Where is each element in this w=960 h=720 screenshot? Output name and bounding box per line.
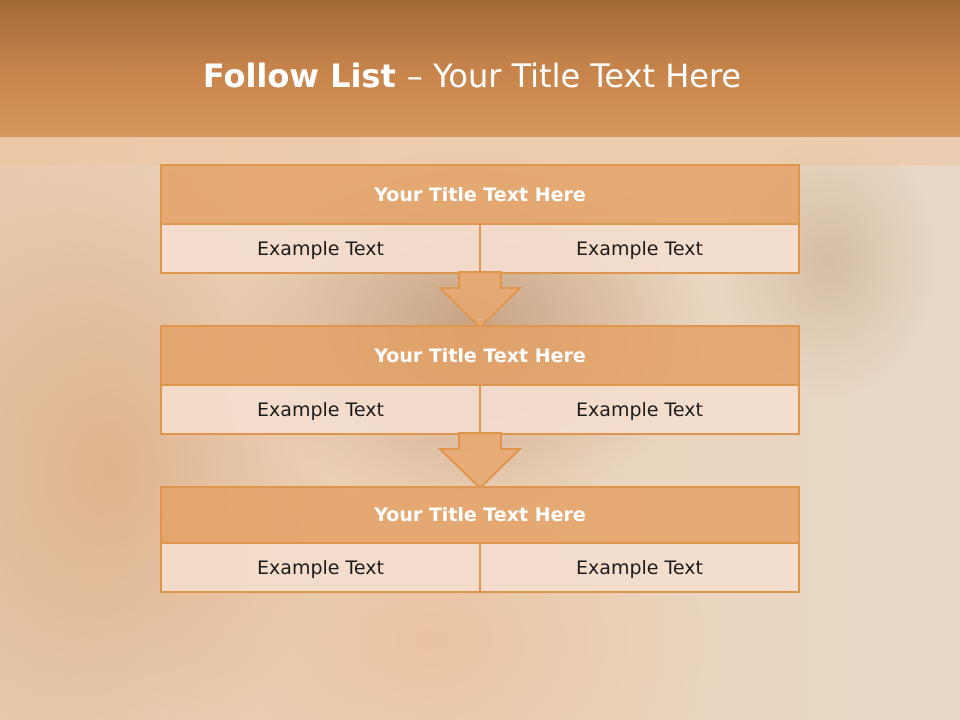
list-block-2: Your Title Text Here Example Text Exampl… (160, 325, 800, 435)
block-cell-left: Example Text (162, 225, 479, 272)
down-arrow-icon (438, 432, 522, 490)
block-cell-left: Example Text (162, 544, 479, 591)
list-block-1: Your Title Text Here Example Text Exampl… (160, 164, 800, 274)
block-title: Your Title Text Here (162, 327, 798, 386)
block-cell-right: Example Text (479, 544, 798, 591)
block-title: Your Title Text Here (162, 488, 798, 544)
slide-title-bold: Follow List (202, 57, 407, 95)
block-row: Example Text Example Text (162, 544, 798, 591)
block-cell-left: Example Text (162, 386, 479, 433)
slide-title-rest: – Your Title Text Here (406, 57, 742, 95)
block-row: Example Text Example Text (162, 225, 798, 272)
block-cell-right: Example Text (479, 386, 798, 433)
header-strip (0, 137, 960, 165)
block-row: Example Text Example Text (162, 386, 798, 433)
slide-title: Follow List – Your Title Text Here (0, 54, 944, 98)
down-arrow-icon (438, 271, 522, 329)
header-bar (0, 0, 960, 137)
block-title: Your Title Text Here (162, 166, 798, 225)
block-cell-right: Example Text (479, 225, 798, 272)
list-block-3: Your Title Text Here Example Text Exampl… (160, 486, 800, 593)
